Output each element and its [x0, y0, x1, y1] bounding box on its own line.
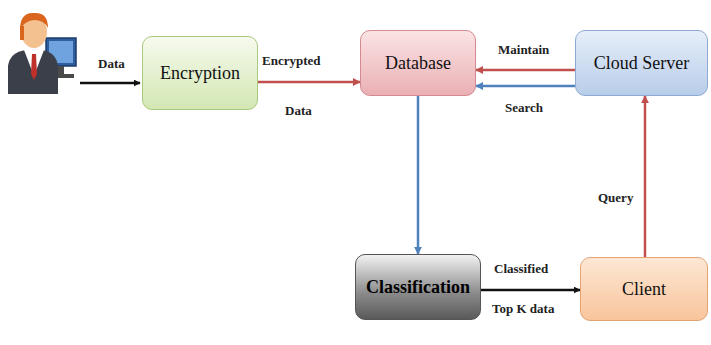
arrow-connector [476, 85, 575, 88]
node-label: Cloud Server [594, 53, 689, 74]
database-box: Database [360, 30, 476, 96]
arrow-connector [644, 96, 647, 257]
edge-label: Maintain [498, 42, 549, 58]
user-icon [2, 4, 82, 94]
edge-label: Encrypted [262, 53, 321, 69]
arrow-connector [417, 96, 420, 254]
flow-label: Data [98, 56, 125, 72]
client-box: Client [580, 257, 708, 321]
flow-label: Top K data [492, 301, 554, 317]
node-label: Database [385, 53, 451, 74]
server-box: Cloud Server [575, 30, 708, 96]
edge-label: Classified [494, 261, 548, 277]
node-label: Encryption [160, 63, 240, 84]
node-label: Client [622, 279, 666, 300]
edge-label: Query [598, 190, 633, 206]
edge-label: Search [505, 100, 543, 116]
process-box: Classification [355, 254, 481, 320]
process-box: Encryption [142, 36, 258, 110]
flow-label: Data [285, 103, 312, 119]
node-label: Classification [366, 277, 470, 298]
arrow-connector [476, 69, 575, 72]
data-arrow [80, 82, 140, 85]
arrow-connector [481, 289, 580, 292]
arrow-connector [258, 81, 360, 84]
